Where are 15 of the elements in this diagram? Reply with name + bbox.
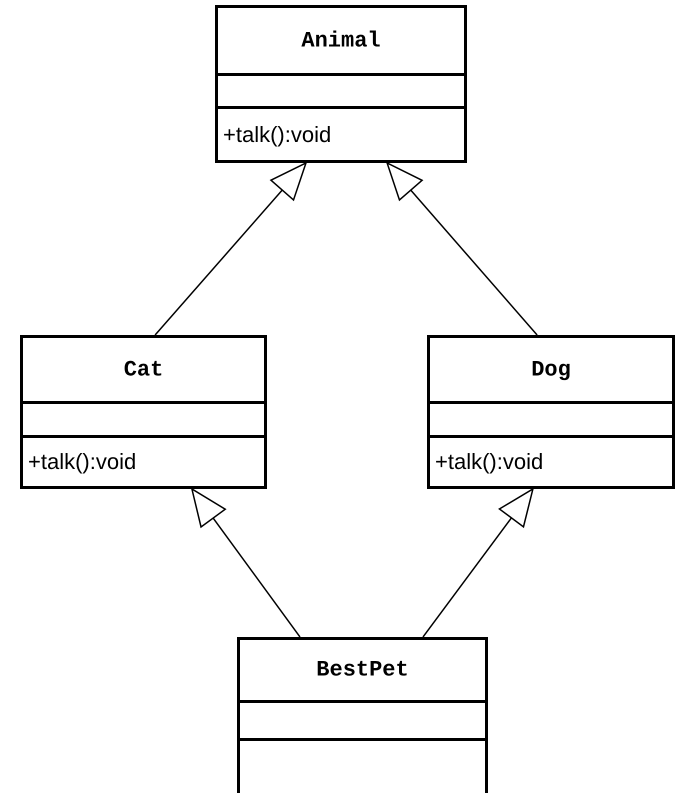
- inheritance-arrow: [191, 488, 301, 638]
- inheritance-arrow: [154, 162, 307, 336]
- class-box: [237, 637, 488, 793]
- class-name: Animal: [301, 28, 381, 53]
- class-box: [20, 335, 267, 489]
- class-name: BestPet: [316, 658, 409, 682]
- class-box: [215, 5, 467, 163]
- class-box: [427, 335, 675, 489]
- inheritance-arrow: [422, 488, 534, 638]
- operation-text: +talk():void: [223, 122, 332, 148]
- operation-text: +talk():void: [28, 449, 136, 475]
- class-name: Dog: [531, 357, 571, 382]
- operation-text: +talk():void: [435, 449, 544, 475]
- class-name: Cat: [124, 357, 164, 382]
- inheritance-arrow: [386, 162, 538, 336]
